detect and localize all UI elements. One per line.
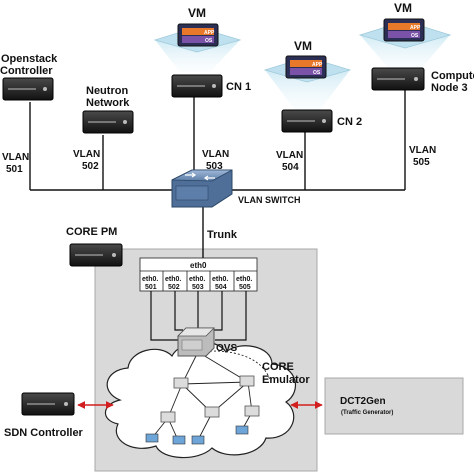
vm-2-label: VM: [294, 39, 312, 53]
cn1-label: CN 1: [226, 81, 251, 93]
vlan-505-label: VLAN 505: [409, 145, 439, 168]
cn2-server: [281, 109, 333, 133]
sdn-controller-label: SDN Controller: [4, 427, 84, 439]
svg-text:OS: OS: [205, 38, 213, 44]
core-emulator-label: CORE Emulator: [262, 361, 310, 386]
vm-3-label: VM: [394, 1, 412, 15]
svg-text:OS: OS: [313, 70, 321, 76]
eth0-cell-502: eth0.502: [165, 276, 181, 291]
eth0-table: eth0 eth0.501 eth0.502 eth0.503 eth0.504…: [139, 257, 258, 292]
cn2-label: CN 2: [337, 116, 362, 128]
dct2gen-sub-label: (Traffic Generator): [341, 410, 393, 416]
compute-node-server: [371, 67, 425, 91]
compute-node-label: Compute Node 3: [431, 70, 474, 94]
svg-text:APP: APP: [204, 30, 215, 36]
neutron-network-label: Neutron Network: [86, 85, 131, 109]
ovs-label: OVS: [216, 343, 237, 354]
switch-arrows-icon: [185, 172, 215, 181]
openstack-controller-label: Openstack Controller: [0, 53, 60, 77]
vm-2: APP OS: [263, 55, 352, 110]
eth0-cell-504: eth0.504: [212, 276, 228, 291]
emulated-hosts: [145, 425, 249, 445]
vlan-links: [29, 87, 406, 258]
openstack-controller-server: [2, 77, 54, 101]
eth0-cell-501: eth0.501: [142, 276, 158, 291]
sdn-controller-server: [21, 392, 75, 416]
core-pm-server: [69, 243, 123, 267]
vlan-502-label: VLAN 502: [73, 149, 103, 172]
ovs-switch: [177, 327, 215, 357]
neutron-network-server: [82, 110, 134, 134]
emulated-switches: [160, 375, 260, 423]
cn1-server: [171, 74, 223, 98]
eth0-cell-503: eth0.503: [189, 276, 205, 291]
vm-os-layer: [182, 36, 214, 43]
svg-text:OS: OS: [411, 33, 419, 39]
trunk-label: Trunk: [207, 229, 238, 241]
vm-3: APP OS: [358, 18, 452, 70]
svg-text:APP: APP: [410, 25, 421, 31]
eth-to-ovs-wires: [150, 291, 247, 341]
vm-1: APP OS: [153, 23, 242, 72]
dct2gen-box: [324, 377, 464, 435]
eth0-header: eth0: [190, 261, 207, 270]
eth0-cell-505: eth0.505: [236, 276, 252, 291]
vlan-switch: [171, 169, 233, 208]
vlan-504-label: VLAN 504: [276, 150, 306, 173]
svg-text:APP: APP: [312, 62, 323, 68]
vm-1-label: VM: [188, 6, 206, 20]
vlan-switch-label: VLAN SWITCH: [238, 195, 301, 205]
vlan-503-label: VLAN 503: [202, 149, 232, 172]
core-pm-label: CORE PM: [66, 226, 117, 238]
dct2gen-label: DCT2Gen: [340, 396, 386, 407]
vm-app-layer: [182, 28, 214, 35]
vlan-501-label: VLAN 501: [2, 152, 32, 175]
